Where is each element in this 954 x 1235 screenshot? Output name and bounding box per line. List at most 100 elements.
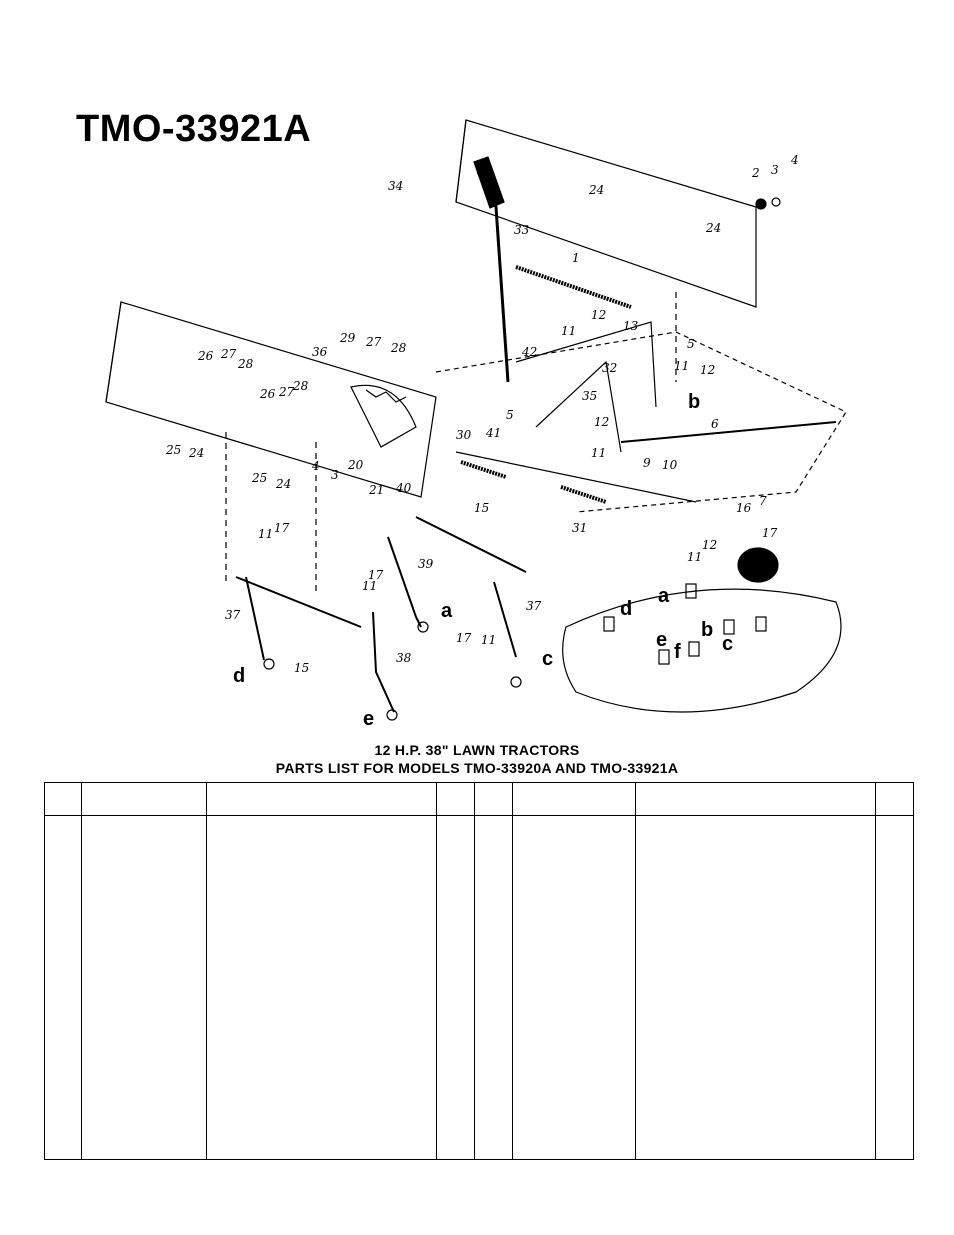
connection-letter: a xyxy=(441,600,453,622)
table-header-cell xyxy=(44,782,82,816)
callout: 27 xyxy=(220,347,237,361)
callout: 11 xyxy=(674,359,689,373)
connection-letter: f xyxy=(674,641,681,663)
parts-list-table xyxy=(44,782,914,1160)
callout: 10 xyxy=(662,458,678,472)
callout: 13 xyxy=(623,319,639,333)
callout: 24 xyxy=(705,221,721,235)
callout: 36 xyxy=(312,345,328,359)
callout: 5 xyxy=(687,337,695,351)
callout: 11 xyxy=(561,324,576,338)
callout: 12 xyxy=(702,538,717,552)
callout: 15 xyxy=(294,661,309,675)
callout: 41 xyxy=(485,426,501,440)
callout: 5 xyxy=(506,408,514,422)
connection-letter: a xyxy=(658,585,670,607)
callout: 7 xyxy=(759,494,767,508)
table-cell xyxy=(512,815,636,1160)
callout: 34 xyxy=(388,179,403,193)
callout: 28 xyxy=(237,357,254,371)
callout: 11 xyxy=(687,550,702,564)
table-header-cell xyxy=(474,782,513,816)
connection-letters: b a d e f b c a c d e xyxy=(233,391,733,730)
table-cell xyxy=(875,815,914,1160)
table-header-cell xyxy=(81,782,207,816)
callout: 37 xyxy=(526,599,542,613)
callout: 30 xyxy=(456,428,472,442)
diagram-linework xyxy=(105,119,847,721)
callout: 28 xyxy=(390,341,407,355)
connection-letter: e xyxy=(656,629,667,651)
exploded-parts-diagram: 34 24 2 3 4 33 24 1 12 13 11 42 32 5 11 … xyxy=(76,112,856,737)
caption-subtitle: PARTS LIST FOR MODELS TMO-33920A AND TMO… xyxy=(275,760,679,776)
callout: 9 xyxy=(643,456,651,470)
callout: 11 xyxy=(362,579,377,593)
callout: 27 xyxy=(278,385,295,399)
callout: 24 xyxy=(188,446,204,460)
callout: 11 xyxy=(481,633,496,647)
callout: 39 xyxy=(418,557,434,571)
callout: 26 xyxy=(259,387,276,401)
callout: 12 xyxy=(700,363,715,377)
callout: 33 xyxy=(514,223,530,237)
table-header-cell xyxy=(512,782,636,816)
connection-letter: c xyxy=(542,648,553,670)
callout: 2 xyxy=(751,166,760,180)
callout: 21 xyxy=(368,483,384,497)
callout: 35 xyxy=(582,389,597,403)
callout: 27 xyxy=(365,335,382,349)
model-title: TMO-33921A xyxy=(76,108,312,150)
callout: 38 xyxy=(396,651,412,665)
callout: 4 xyxy=(790,153,799,167)
callout: 28 xyxy=(292,379,309,393)
callout: 12 xyxy=(591,308,606,322)
callout: 3 xyxy=(331,468,339,482)
callout: 24 xyxy=(588,183,604,197)
diagram-svg: 34 24 2 3 4 33 24 1 12 13 11 42 32 5 11 … xyxy=(105,119,847,730)
table-cell xyxy=(44,815,82,1160)
table-header-row xyxy=(44,782,914,816)
connection-letter: b xyxy=(701,619,713,641)
callout: 26 xyxy=(197,349,214,363)
callout: 17 xyxy=(368,568,384,582)
table-header-cell xyxy=(206,782,437,816)
callout: 6 xyxy=(711,417,719,431)
connection-letter: d xyxy=(620,598,632,620)
callout: 3 xyxy=(771,163,779,177)
callout: 12 xyxy=(594,415,609,429)
connection-letter: e xyxy=(363,708,374,730)
table-row xyxy=(44,815,914,1160)
connection-letter: d xyxy=(233,665,245,687)
connection-letter: b xyxy=(688,391,700,413)
callout: 40 xyxy=(395,481,412,495)
callout: 31 xyxy=(572,521,587,535)
connection-letter: c xyxy=(722,633,733,655)
table-cell xyxy=(474,815,513,1160)
table-cell xyxy=(635,815,876,1160)
caption-title: 12 H.P. 38" LAWN TRACTORS xyxy=(374,742,580,758)
table-header-cell xyxy=(875,782,914,816)
table-cell xyxy=(436,815,475,1160)
callout: 4 xyxy=(311,459,320,473)
callout: 16 xyxy=(736,501,752,515)
callout: 25 xyxy=(251,471,267,485)
callout: 11 xyxy=(591,446,606,460)
callout: 1 xyxy=(572,251,580,265)
table-header-cell xyxy=(635,782,876,816)
callout: 17 xyxy=(274,521,290,535)
table-header-cell xyxy=(436,782,475,816)
table-cell xyxy=(206,815,437,1160)
callout: 24 xyxy=(275,477,291,491)
callout: 17 xyxy=(456,631,472,645)
callout: 20 xyxy=(347,458,364,472)
callout: 11 xyxy=(258,527,273,541)
callout-numbers: 34 24 2 3 4 33 24 1 12 13 11 42 32 5 11 … xyxy=(165,153,799,675)
table-cell xyxy=(81,815,207,1160)
callout: 37 xyxy=(225,608,241,622)
callout: 17 xyxy=(762,526,778,540)
callout: 42 xyxy=(521,345,537,359)
callout: 25 xyxy=(165,443,181,457)
callout: 32 xyxy=(602,361,617,375)
callout: 29 xyxy=(339,331,356,345)
callout: 15 xyxy=(474,501,489,515)
